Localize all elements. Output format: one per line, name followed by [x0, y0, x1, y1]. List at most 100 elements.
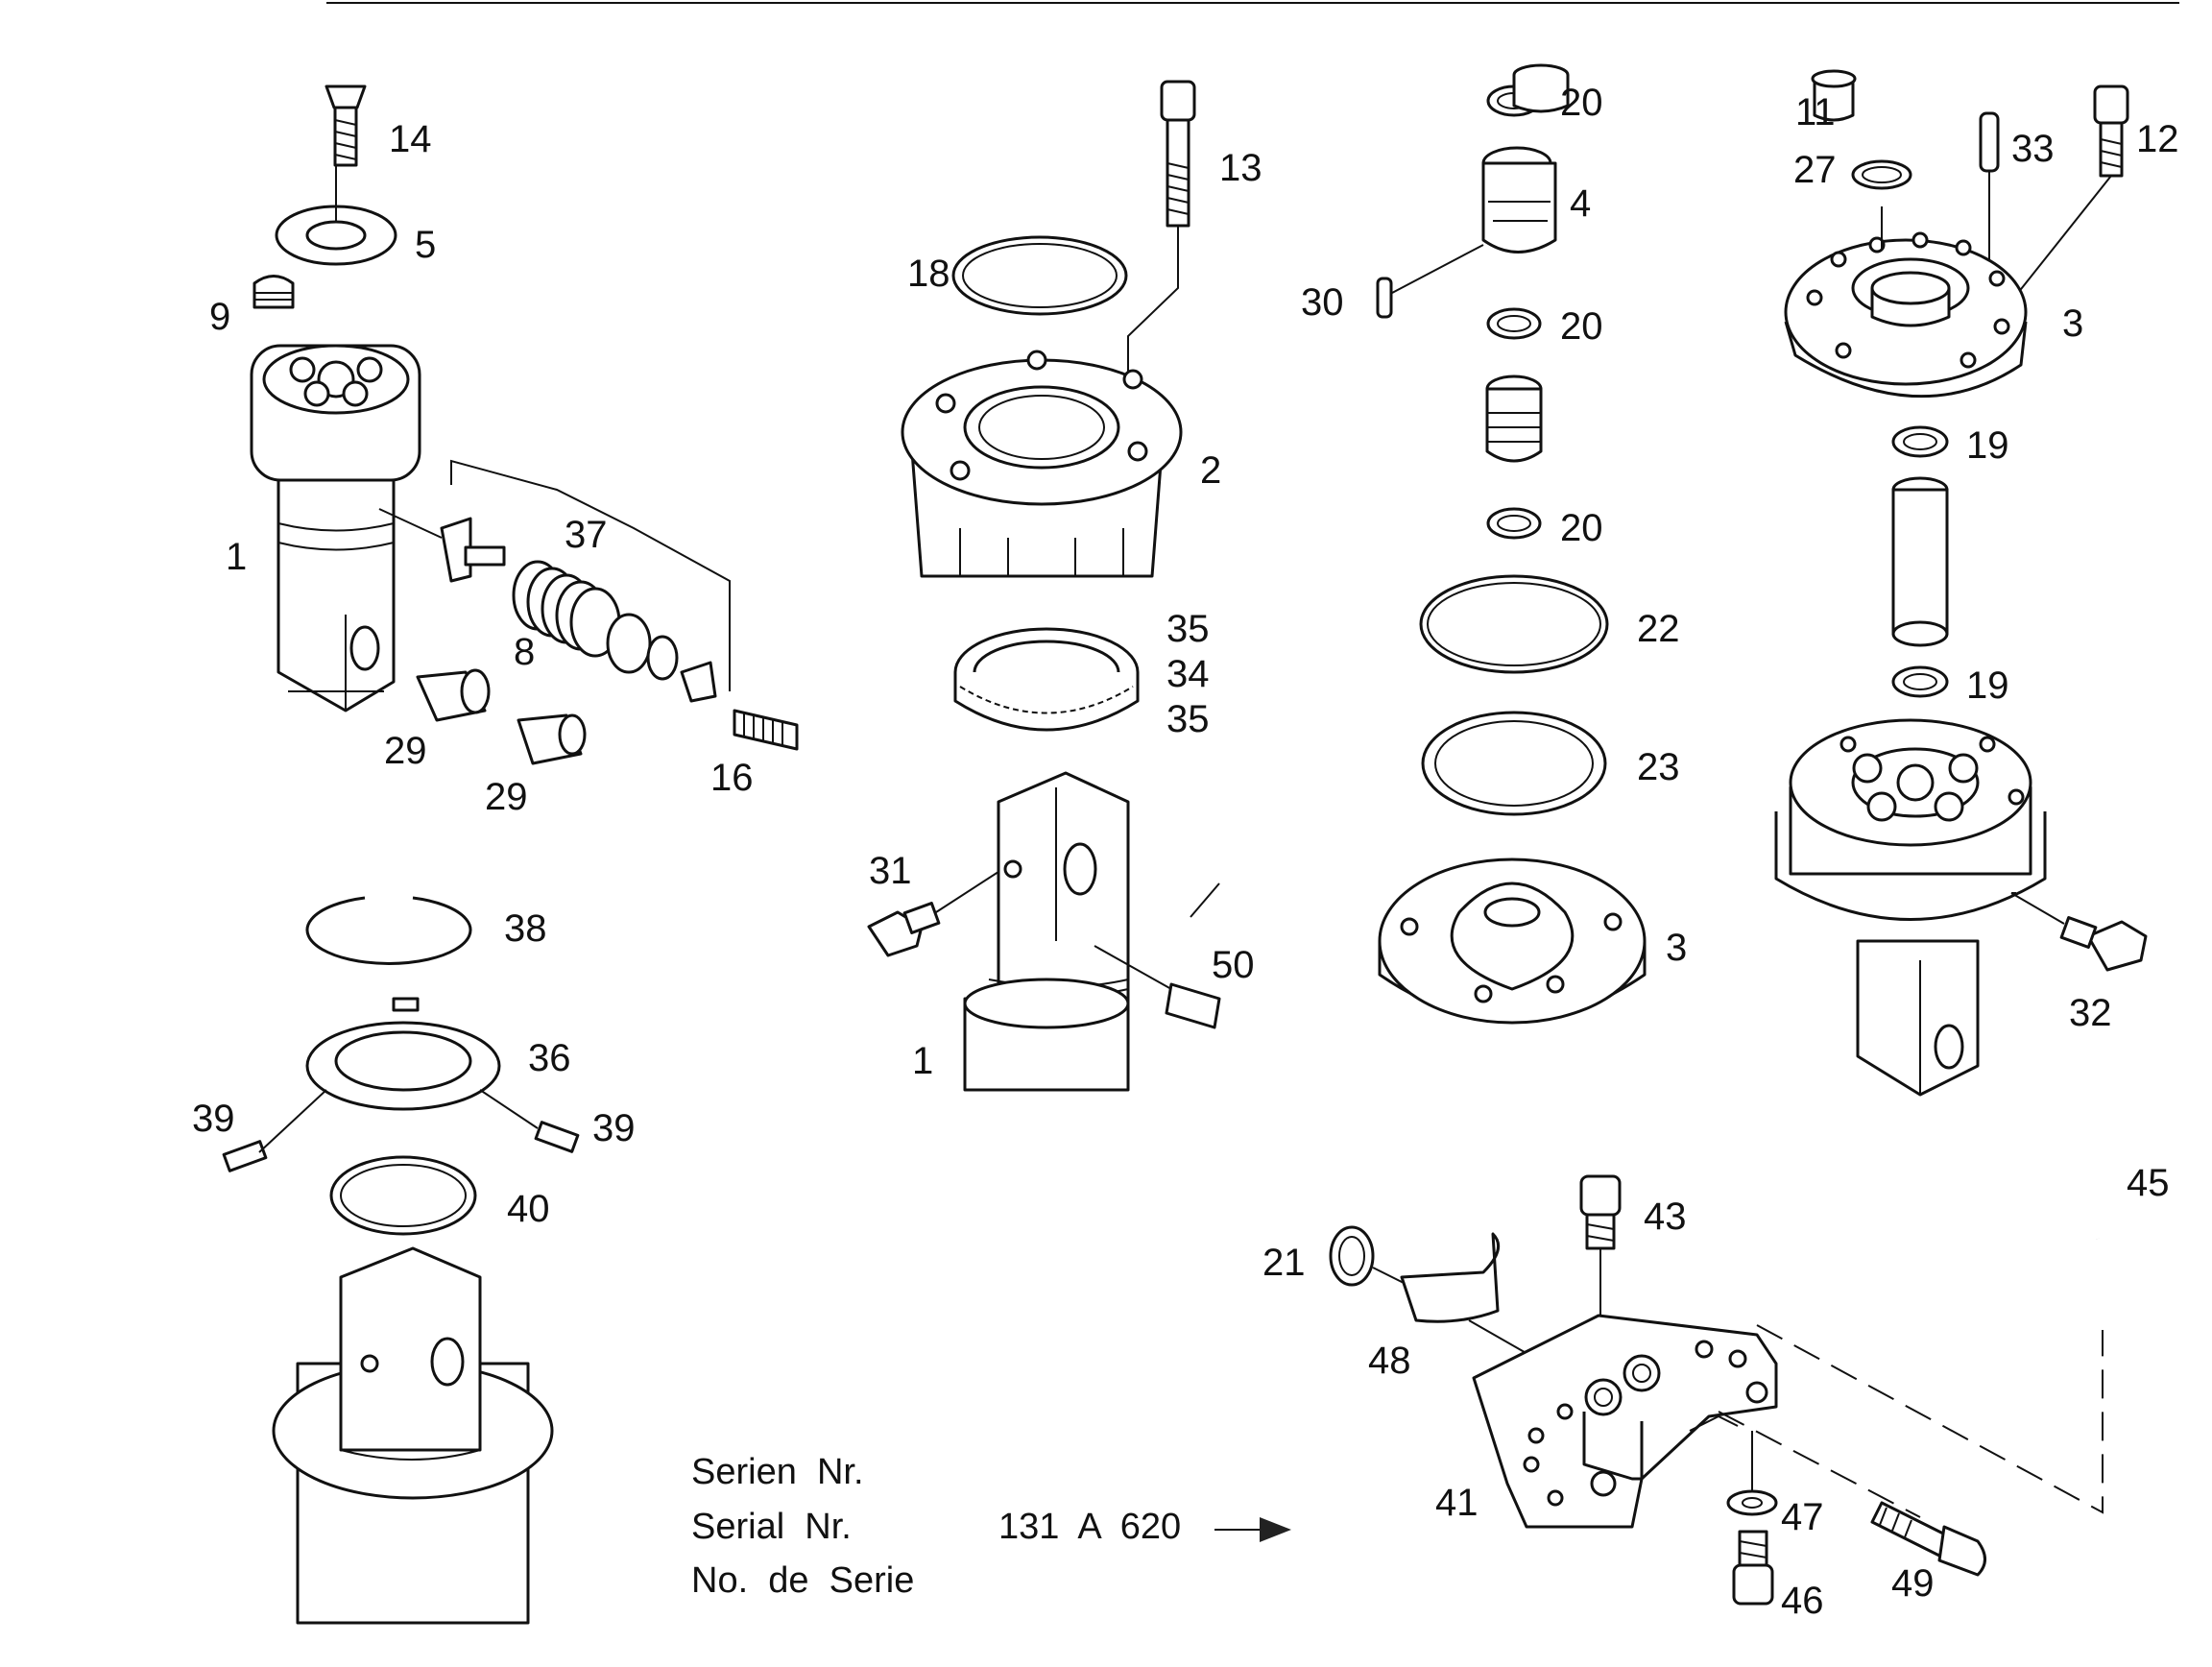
- label-part-14: 14: [389, 118, 432, 160]
- label-part-35-bottom: 35: [1166, 698, 1210, 740]
- part-valve-seat: [1485, 374, 1543, 463]
- part-oring-20c: [1486, 507, 1542, 540]
- part-ring-40: [329, 1155, 477, 1236]
- part-screw-13: [1127, 80, 1196, 374]
- part-washer-47: [1726, 1489, 1778, 1516]
- part-motor-housing: [1774, 718, 2047, 1097]
- part-nipple-31: [867, 858, 1019, 957]
- label-part-39-right: 39: [592, 1107, 636, 1149]
- part-screw-43: [1579, 1174, 1622, 1359]
- label-part-32: 32: [2069, 992, 2112, 1034]
- part-setscrew-39b: [479, 1089, 580, 1153]
- part-body-1-top: [250, 344, 421, 713]
- part-ring-18: [951, 235, 1128, 316]
- part-oring-19a: [1891, 425, 1949, 458]
- label-part-45: 45: [2127, 1162, 2170, 1204]
- part-screw-12: [2006, 85, 2129, 308]
- part-setscrew-39a: [222, 1089, 327, 1172]
- label-part-34: 34: [1166, 653, 1210, 695]
- label-part-19-b: 19: [1966, 664, 2009, 707]
- label-part-13: 13: [1219, 147, 1262, 189]
- part-shaft-1: [963, 771, 1130, 1092]
- part-nut-36: [305, 997, 501, 1111]
- part-circlip-38: [305, 896, 472, 965]
- dashed-assembly-lines: [1718, 1324, 2104, 1518]
- part-housing-assembly: [272, 1246, 554, 1625]
- part-oring-21: [1329, 1225, 1412, 1288]
- label-part-2: 2: [1200, 449, 1221, 492]
- part-oring-27: [1851, 159, 1912, 190]
- part-bushing-29a: [416, 668, 491, 722]
- part-nipple-32: [2010, 892, 2148, 972]
- label-part-3-right: 3: [2062, 302, 2083, 345]
- part-housing-2: [901, 350, 1183, 578]
- label-part-49: 49: [1891, 1562, 1935, 1605]
- label-part-31: 31: [869, 850, 912, 892]
- part-pin-50: [1094, 945, 1221, 1029]
- label-part-29-a: 29: [384, 730, 427, 772]
- part-plug-9: [252, 275, 295, 309]
- label-part-4: 4: [1570, 182, 1591, 225]
- part-oring-19b: [1891, 665, 1949, 698]
- label-part-22: 22: [1637, 608, 1680, 650]
- label-part-37: 37: [565, 514, 608, 556]
- label-part-9: 9: [209, 296, 230, 338]
- part-cover-3: [1378, 858, 1647, 1025]
- part-bearing-34-35: [953, 627, 1140, 732]
- label-part-12: 12: [2136, 118, 2179, 160]
- part-rod-45: [1875, 1116, 2103, 1364]
- label-part-39-left: 39: [192, 1098, 235, 1140]
- part-tube: [1891, 476, 1949, 647]
- part-oring-20b: [1486, 307, 1542, 340]
- part-bushing-29b: [517, 713, 587, 765]
- label-part-5: 5: [415, 224, 436, 266]
- label-part-47: 47: [1781, 1496, 1824, 1538]
- part-cover-3b: [1784, 231, 2028, 399]
- label-part-33: 33: [2011, 128, 2055, 170]
- part-pin-37: [440, 459, 731, 691]
- label-part-40: 40: [507, 1188, 550, 1230]
- label-part-43: 43: [1644, 1196, 1687, 1238]
- label-part-23: 23: [1637, 746, 1680, 788]
- part-valve-4: [1391, 146, 1557, 294]
- label-part-11: 11: [1795, 91, 1836, 133]
- label-part-19-a: 19: [1966, 424, 2009, 467]
- part-setscrew-16: [733, 709, 799, 751]
- label-part-20-b: 20: [1560, 305, 1603, 348]
- label-part-30: 30: [1301, 281, 1344, 324]
- part-screw-14: [325, 85, 367, 167]
- label-part-21: 21: [1262, 1242, 1306, 1284]
- part-screw-49: [1870, 1501, 1986, 1577]
- part-ring-23: [1421, 711, 1607, 816]
- label-part-18: 18: [907, 253, 950, 295]
- serial-number: 131 A 620: [998, 1507, 1181, 1547]
- label-part-41: 41: [1435, 1482, 1479, 1524]
- label-part-3-center: 3: [1666, 927, 1687, 969]
- label-part-50: 50: [1212, 944, 1255, 986]
- part-plug-11: [1512, 63, 1570, 113]
- label-part-20-a: 20: [1560, 82, 1603, 124]
- serial-label-french: No. de Serie: [691, 1560, 914, 1601]
- part-block-41: [1472, 1314, 1778, 1529]
- part-rings-37: [606, 613, 717, 703]
- part-ring-22: [1419, 574, 1609, 674]
- serial-label-english: Serial Nr.: [691, 1507, 852, 1547]
- part-pin-33: [1979, 111, 2000, 317]
- label-part-27: 27: [1793, 149, 1837, 191]
- label-part-46: 46: [1781, 1580, 1824, 1622]
- label-part-36: 36: [528, 1037, 571, 1079]
- leader-lines: [378, 206, 2016, 918]
- part-screw-46: [1732, 1530, 1774, 1606]
- serial-arrow: [1214, 1517, 1291, 1542]
- part-plate-5: [275, 165, 397, 266]
- label-part-48: 48: [1368, 1340, 1411, 1382]
- part-pin-30: [1376, 277, 1393, 319]
- serial-label-german: Serien Nr.: [691, 1452, 864, 1492]
- label-part-8: 8: [514, 631, 535, 673]
- part-bracket-48: [1400, 1232, 1537, 1360]
- label-part-29-b: 29: [485, 776, 528, 818]
- label-part-1-left: 1: [226, 536, 247, 578]
- label-part-16: 16: [710, 757, 754, 799]
- label-part-20-c: 20: [1560, 507, 1603, 549]
